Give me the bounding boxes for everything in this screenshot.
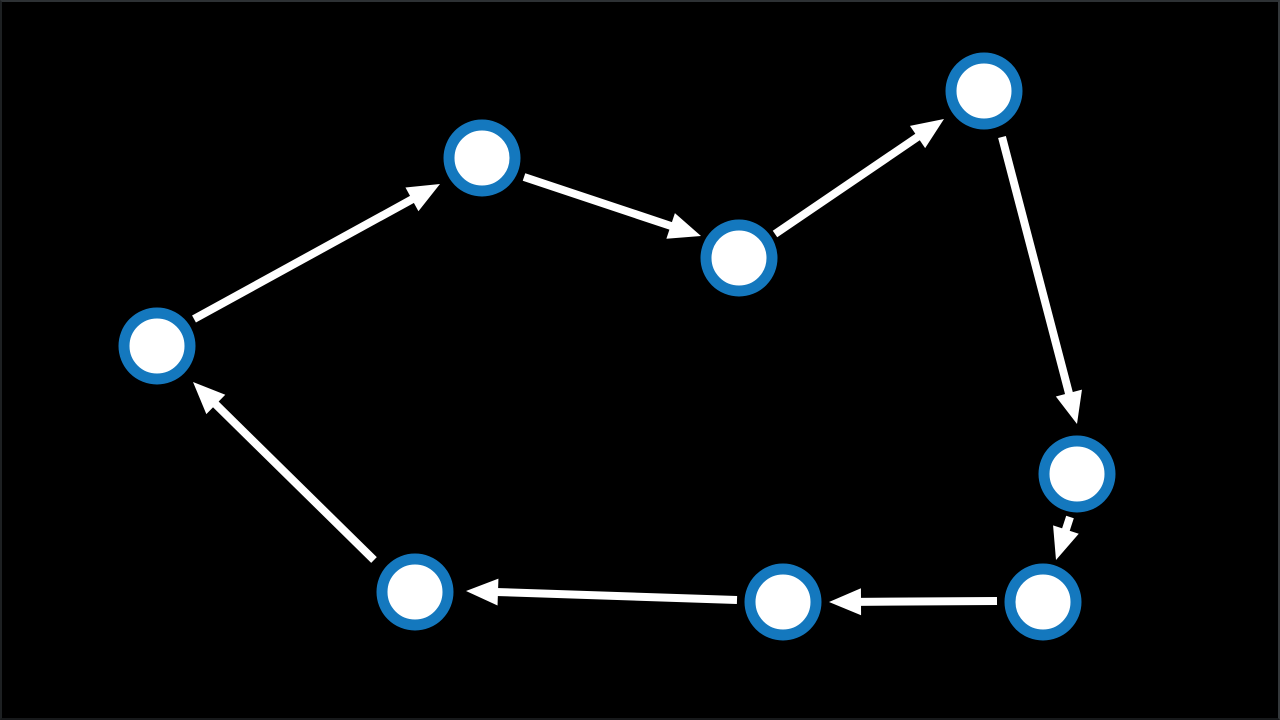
edge-shaft [1061, 515, 1074, 533]
graph-edge-node-bottom-left-to-node-left [193, 382, 377, 563]
edge-arrowhead [193, 382, 226, 415]
graph-edge-node-left-to-node-top-left [192, 184, 440, 323]
graph-node-bottom-right [1004, 563, 1082, 641]
graph-edge-node-bottom-right-to-node-bottom-middle [829, 588, 998, 616]
edge-shaft [192, 194, 416, 323]
graph-node-top-left [443, 119, 521, 197]
graph-node-bottom-middle [744, 563, 822, 641]
edge-arrowhead [466, 578, 499, 606]
graph-edge-node-top-middle-to-node-top-right [772, 119, 944, 238]
edge-arrowhead [909, 119, 944, 149]
edge-arrowhead [1055, 389, 1082, 424]
edge-shaft [998, 135, 1074, 396]
graph-edge-node-top-right-to-node-right [998, 135, 1082, 424]
graph-edge-node-bottom-middle-to-node-bottom-left [466, 578, 738, 606]
edge-shaft [495, 587, 738, 604]
graph-node-left [118, 307, 196, 385]
graph-node-top-middle [700, 219, 778, 297]
graph-node-bottom-left [376, 553, 454, 631]
graph-node-top-right [945, 52, 1023, 130]
edge-arrowhead [829, 588, 862, 616]
edge-shaft [772, 132, 922, 238]
edge-shaft [858, 597, 998, 606]
edge-arrowhead [1053, 525, 1079, 560]
edge-shaft [211, 400, 377, 563]
graph-edge-node-top-left-to-node-top-middle [522, 173, 701, 239]
edge-arrowhead [666, 213, 701, 239]
graph-node-right [1038, 435, 1116, 513]
graph-edge-node-right-to-node-bottom-right [1053, 515, 1079, 560]
edge-shaft [522, 173, 674, 231]
edge-arrowhead [405, 184, 440, 212]
